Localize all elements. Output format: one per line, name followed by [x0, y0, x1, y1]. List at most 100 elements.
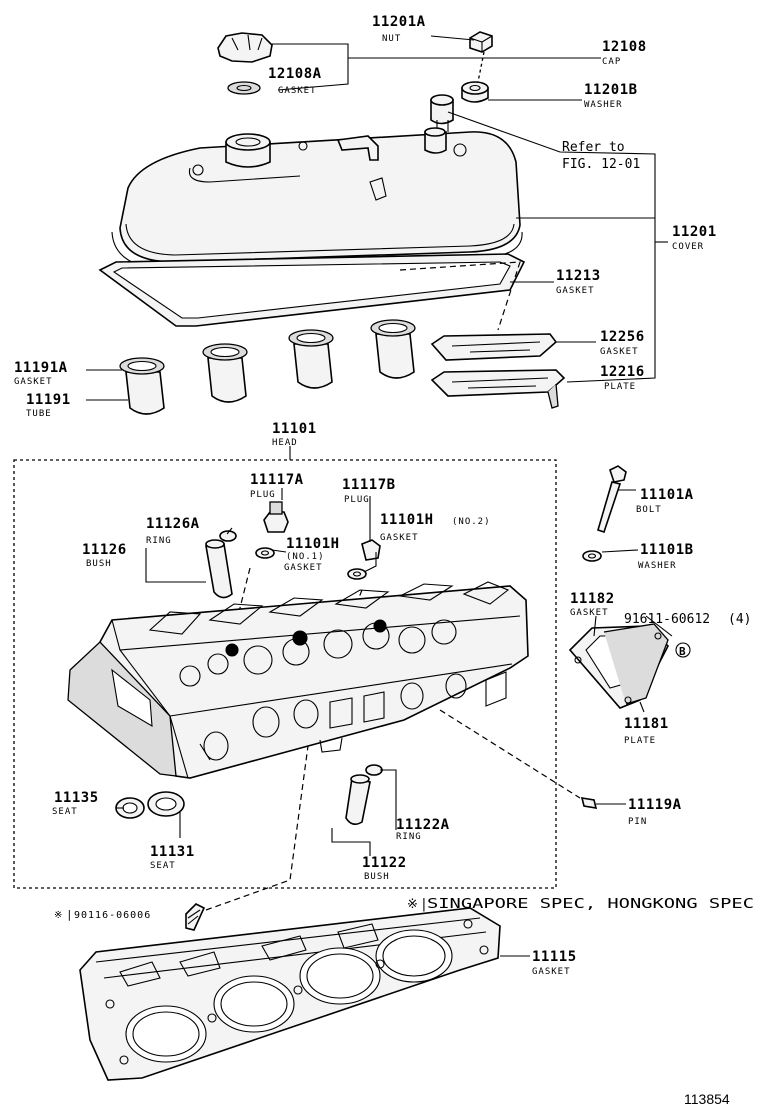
callout-plate-12216: 12216 PLATE	[600, 364, 645, 392]
callout-seat-11135: 11135 SEAT	[52, 790, 99, 817]
plate-11181-name: PLATE	[624, 736, 656, 746]
plug-a-number: 11117A	[250, 472, 304, 488]
bush-122-number: 11122	[362, 855, 407, 871]
callout-plug-a: 11117A PLUG	[250, 472, 304, 500]
figure-number: 113854	[684, 1091, 730, 1107]
bush-122-name: BUSH	[364, 872, 390, 882]
head-assembly-boundary	[13, 459, 557, 889]
callout-ring-126a: 11126A RING	[146, 516, 200, 546]
callout-cover-gasket: 11213 GASKET	[556, 268, 601, 296]
tube-gasket-number: 11191A	[14, 360, 68, 376]
tube-number: 11191	[26, 392, 71, 408]
tube-name: TUBE	[26, 409, 52, 419]
callout-plate-11181: 11181 PLATE	[624, 716, 669, 746]
gasket-11182-name: GASKET	[570, 608, 609, 618]
head-gasket-name: GASKET	[532, 967, 571, 977]
head-number: 11101	[272, 421, 317, 437]
plug-tubes-drawing	[119, 319, 416, 415]
bolt-91611-qty: (4)	[728, 612, 751, 627]
pin-name: PIN	[628, 817, 647, 827]
oil-cap-drawing	[217, 32, 273, 95]
gasket-12256-number: 12256	[600, 329, 645, 345]
bush-126-number: 11126	[82, 542, 127, 558]
nut-number: 11201A	[372, 14, 426, 30]
bolt-number: 11101A	[640, 487, 694, 503]
circle-b-letter: B	[679, 645, 686, 658]
gasket-no1-qualifier: (NO.1)	[286, 552, 325, 562]
plug-b-name: PLUG	[344, 495, 370, 505]
callout-cover: 11201 COVER	[672, 224, 717, 252]
washer-b-number: 11101B	[640, 542, 694, 558]
callout-refer: Refer to FIG. 12-01	[562, 140, 640, 172]
cap-gasket-name: GASKET	[278, 86, 317, 96]
callout-gasket-no1: 11101H (NO.1) GASKET	[284, 536, 340, 573]
washer-b-name: WASHER	[638, 561, 677, 571]
plug-b-number: 11117B	[342, 477, 396, 493]
gasket-no2-name: GASKET	[380, 533, 419, 543]
seat-11135-name: SEAT	[52, 807, 78, 817]
callout-gasket-no2: 11101H (NO.2) GASKET	[380, 512, 491, 543]
pin-number: 11119A	[628, 797, 682, 813]
nut-drawing	[469, 31, 493, 53]
callout-bush-122: 11122 BUSH	[362, 855, 407, 882]
callout-cap: 12108 CAP	[602, 39, 646, 67]
head-small-parts-drawing	[205, 501, 381, 641]
callout-bush-126: 11126 BUSH	[82, 542, 127, 569]
nut-name: NUT	[382, 34, 401, 44]
stud-drawing	[185, 903, 206, 931]
small-gasket-plate-drawing	[430, 333, 566, 409]
ring-122a-name: RING	[396, 832, 422, 842]
callout-seat-11131: 11131 SEAT	[150, 844, 195, 871]
cover-gasket-number: 11213	[556, 268, 601, 284]
cylinder-head-drawing	[67, 581, 529, 779]
callout-washer: 11201B WASHER	[584, 82, 638, 110]
callout-head-gasket: 11115 GASKET	[532, 949, 576, 977]
callout-bolt: 11101A BOLT	[636, 487, 694, 515]
valve-seats-drawing	[115, 764, 598, 826]
callout-gasket-12256: 12256 GASKET	[600, 329, 645, 357]
cap-gasket-number: 12108A	[268, 66, 322, 82]
seat-11131-number: 11131	[150, 844, 195, 860]
callout-tube-gasket: 11191A GASKET	[14, 360, 68, 387]
plate-11181-number: 11181	[624, 716, 669, 732]
callout-stud: ※ | 90116-06006	[54, 908, 151, 921]
cover-gasket-drawing	[98, 253, 526, 327]
ring-122a-number: 11122A	[396, 817, 450, 833]
refer-line-2: FIG. 12-01	[562, 157, 640, 172]
washer-name: WASHER	[584, 100, 623, 110]
gasket-no1-number: 11101H	[286, 536, 340, 552]
seat-11135-number: 11135	[54, 790, 99, 806]
stud-mark: ※	[54, 910, 63, 921]
callout-tube: 11191 TUBE	[26, 392, 71, 419]
footnote-text: SINGAPORE SPEC, HONGKONG SPEC	[427, 897, 754, 912]
washer-number: 11201B	[584, 82, 638, 98]
cover-number: 11201	[672, 224, 717, 240]
gasket-12256-name: GASKET	[600, 347, 639, 357]
bolt-91611-number: 91611-60612	[624, 612, 710, 627]
plug-a-name: PLUG	[250, 490, 276, 500]
cover-plate-drawing	[568, 623, 669, 709]
leader-lines	[86, 35, 673, 957]
ring-126a-name: RING	[146, 536, 172, 546]
callout-washer-b: 11101B WASHER	[638, 542, 694, 571]
tube-gasket-name: GASKET	[14, 377, 53, 387]
gasket-no1-name: GASKET	[284, 563, 323, 573]
head-name: HEAD	[272, 438, 298, 448]
gasket-11182-number: 11182	[570, 591, 615, 607]
breather-drawing	[430, 94, 454, 132]
cover-gasket-name: GASKET	[556, 286, 595, 296]
stud-bar: |	[66, 908, 74, 921]
callout-pin: 11119A PIN	[628, 797, 682, 827]
callout-bolt-91611: 91611-60612 (4)	[624, 612, 751, 627]
callout-gasket-11182: 11182 GASKET	[570, 591, 615, 618]
ring-126a-number: 11126A	[146, 516, 200, 532]
bush-126-name: BUSH	[86, 559, 112, 569]
stud-number: 90116-06006	[74, 910, 151, 921]
plate-12216-number: 12216	[600, 364, 645, 380]
callout-plug-b: 11117B PLUG	[342, 477, 396, 505]
footnote: ※ | SINGAPORE SPEC, HONGKONG SPEC	[407, 897, 754, 912]
gasket-no2-qualifier: (NO.2)	[452, 517, 491, 527]
refer-line-1: Refer to	[562, 140, 625, 155]
callout-head: 11101 HEAD	[272, 421, 317, 448]
